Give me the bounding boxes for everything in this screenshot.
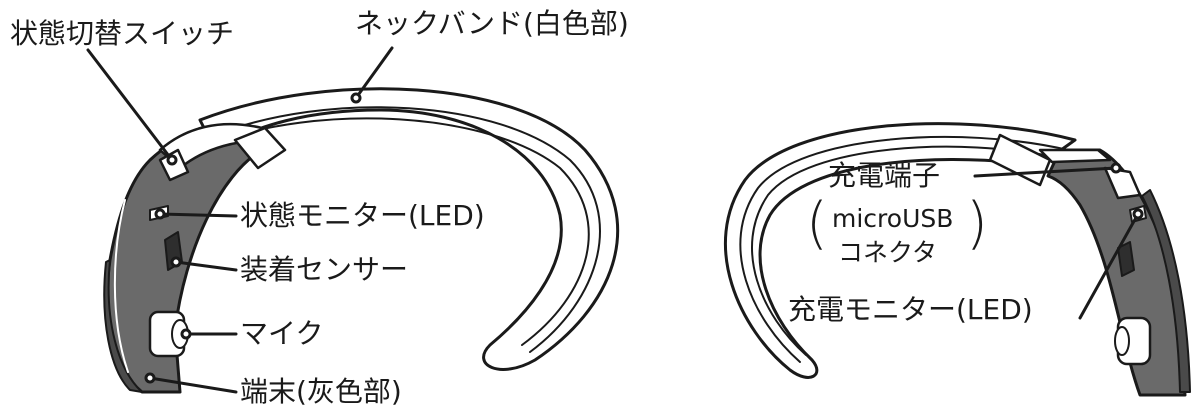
connector-paren-open: (: [806, 191, 828, 256]
label-terminal: 端末(灰色部): [240, 375, 402, 408]
label-charge-terminal: 充電端子: [828, 159, 941, 192]
leader-switch: [86, 48, 174, 162]
right-device: [723, 122, 1191, 397]
leader-terminal: [148, 376, 238, 394]
leader-wear-sensor: [174, 260, 238, 272]
left-neckband: [198, 87, 620, 371]
leader-charge-terminal: [973, 166, 1118, 178]
label-charge-monitor: 充電モニター(LED): [788, 293, 1033, 326]
label-wear-sensor: 装着センサー: [240, 253, 409, 286]
leader-status-led: [158, 212, 238, 218]
label-mic: マイク: [240, 317, 324, 350]
label-mode-switch: 状態切替スイッチ: [10, 17, 235, 50]
label-neckband: ネックバンド(白色部): [355, 7, 629, 40]
label-connector-line2: コネクタ: [838, 238, 938, 267]
label-status-monitor: 状態モニター(LED): [240, 199, 485, 232]
leader-charge-led: [1078, 212, 1140, 320]
left-device: [103, 87, 620, 394]
label-connector-line1: microUSB: [832, 204, 954, 233]
leader-neckband: [354, 46, 394, 100]
right-charge-port: [1103, 166, 1142, 200]
connector-paren-close: ): [966, 191, 988, 256]
